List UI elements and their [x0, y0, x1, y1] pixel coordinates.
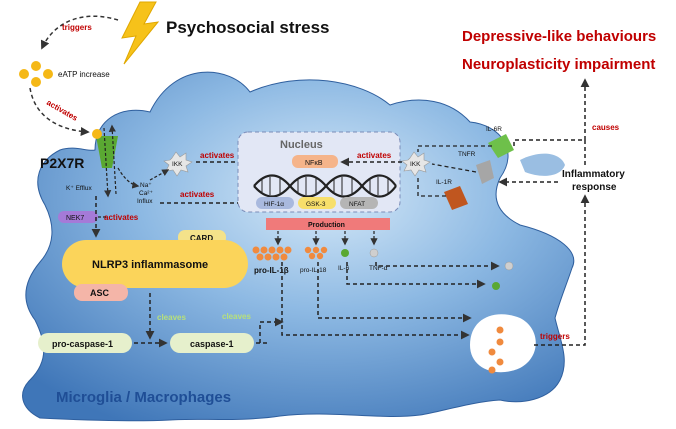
- ikk-right-icon: [401, 151, 431, 177]
- nucleus-box: [237, 131, 401, 213]
- caspase-box: [170, 333, 254, 353]
- label-pro-caspase: pro-caspase-1: [52, 339, 113, 349]
- label-production: Production: [308, 222, 345, 229]
- label-ikk-left: IKK: [172, 161, 183, 168]
- label-card: CARD: [190, 234, 213, 243]
- label-activates-nek7: activates: [104, 213, 139, 222]
- label-ikk-right: IKK: [410, 161, 421, 168]
- label-nek7: NEK7: [66, 215, 84, 222]
- pro-il1b-molecules-icon: [252, 246, 292, 261]
- label-ca: Ca²⁺: [139, 190, 153, 197]
- released-cytokines-icon: [488, 326, 504, 374]
- label-causes: causes: [592, 123, 620, 132]
- label-hif: HIF-1α: [264, 201, 284, 208]
- label-nfkb: NFκB: [305, 160, 323, 167]
- label-pro-il18: pro-IL-18: [300, 267, 327, 274]
- label-il6: IL-6: [338, 265, 350, 272]
- label-depressive: Depressive-like behaviours: [462, 28, 656, 45]
- label-eatp-increase: eATP increase: [58, 70, 110, 79]
- label-cleaves-2: cleaves: [222, 312, 251, 321]
- label-activates-ikk-right: activates: [357, 151, 392, 160]
- label-triggers-bottom: triggers: [540, 332, 570, 341]
- pro-il18-molecules-icon: [304, 246, 328, 260]
- pro-caspase-box: [38, 333, 132, 353]
- label-caspase: caspase-1: [190, 339, 234, 349]
- label-il6r: IL-6R: [486, 126, 502, 133]
- label-pro-il1b: pro-IL-1β: [254, 266, 289, 275]
- label-nucleus: Nucleus: [280, 139, 323, 151]
- label-influx: Influx: [137, 198, 153, 205]
- ikk-left-icon: [163, 151, 193, 177]
- label-neuroplasticity: Neuroplasticity impairment: [462, 56, 655, 73]
- label-activates-influx: activates: [180, 190, 215, 199]
- il6r-receptor-icon: [488, 134, 514, 158]
- label-na: Na⁺: [140, 182, 152, 189]
- label-inflammatory-2: response: [572, 182, 617, 193]
- gsk-box: [298, 197, 336, 209]
- label-asc: ASC: [90, 288, 110, 298]
- title-psychosocial-stress: Psychosocial stress: [166, 18, 329, 37]
- label-tnfr: TNFR: [458, 151, 476, 158]
- label-p2x7r: P2X7R: [40, 155, 84, 171]
- il6-molecule-icon: [341, 249, 349, 257]
- lightning-icon: [121, 1, 160, 65]
- label-activates-ikk-left: activates: [200, 151, 235, 160]
- label-inflammatory-1: Inflammatory: [562, 169, 625, 180]
- label-triggers-top: triggers: [62, 23, 92, 32]
- tnfa-molecule-icon: [369, 248, 379, 258]
- dna-helix-icon: [253, 174, 397, 198]
- label-nlrp3: NLRP3 inflammasome: [92, 259, 208, 271]
- label-gsk: GSK-3: [306, 201, 326, 208]
- label-cleaves-1: cleaves: [157, 313, 186, 322]
- label-cell-type: Microglia / Macrophages: [56, 389, 231, 406]
- nlrp3-box: [62, 240, 248, 288]
- label-tnfa: TNF-α: [369, 265, 388, 272]
- eatp-molecules-icon: [19, 61, 53, 87]
- nek7-box: [58, 211, 98, 223]
- hif-box: [256, 197, 294, 209]
- nfkb-box: [292, 155, 338, 168]
- tnfr-receptor-icon: [476, 160, 494, 184]
- il1r-receptor-icon: [444, 186, 468, 210]
- label-k-efflux: K⁺ Efflux: [66, 185, 92, 192]
- microglia-cell-body: [22, 71, 575, 422]
- label-il1r: IL-1R: [436, 179, 452, 186]
- asc-box: [74, 284, 128, 301]
- label-nfat: NFAT: [349, 201, 365, 208]
- production-bar: [266, 218, 390, 230]
- nfat-box: [340, 197, 378, 209]
- label-activates-eatp: activates: [45, 98, 80, 123]
